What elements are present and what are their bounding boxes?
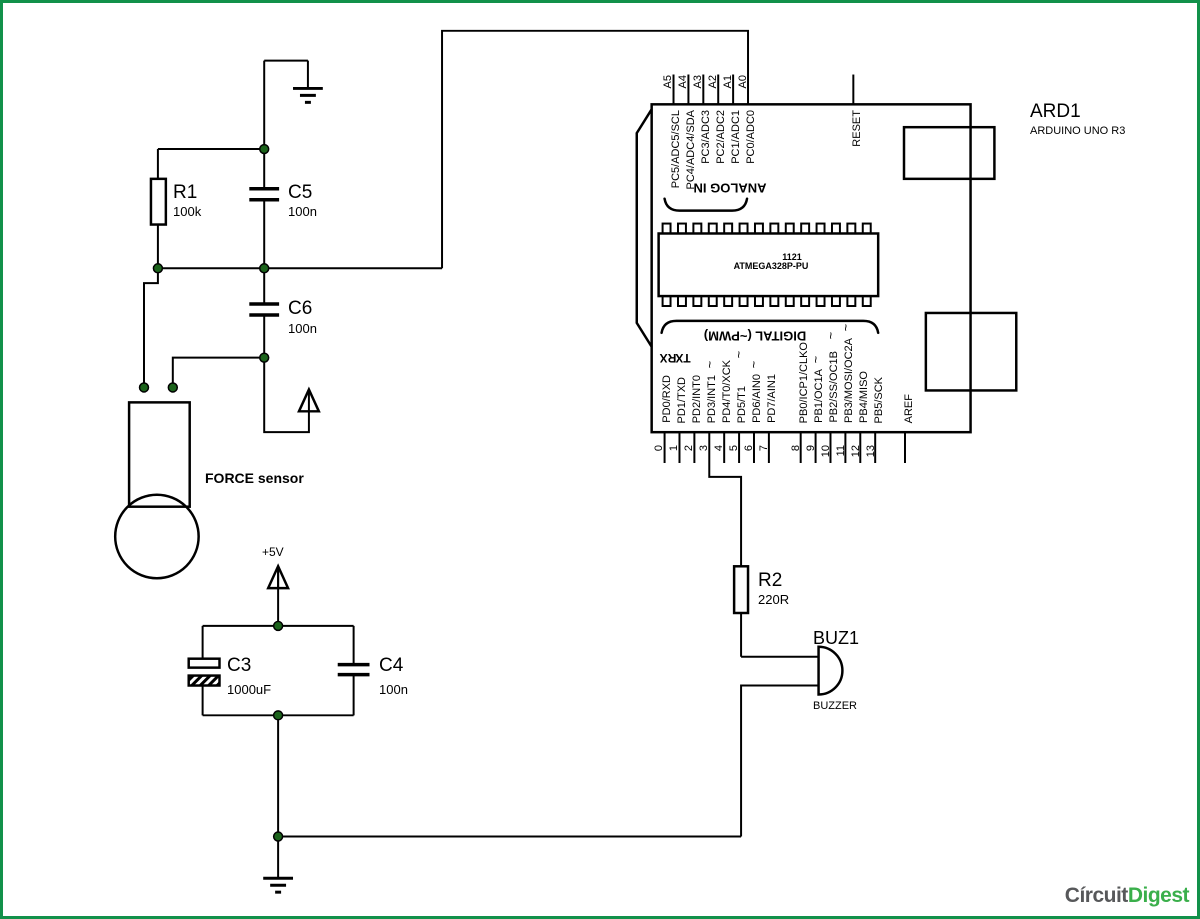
c4-value: 100n [379, 682, 408, 697]
ard1-name: ARD1 [1030, 101, 1081, 122]
pin-label-pd2: PD2/INT0 [691, 374, 703, 423]
pin-num-3: 3 [698, 445, 710, 452]
pin-num-a5: A5 [662, 75, 674, 89]
usb-connector [902, 125, 996, 181]
vcc-label: +5V [262, 545, 284, 559]
c5-value: 100n [288, 204, 317, 219]
pin-label-pc4: PC4/ADC4/SDA [685, 110, 697, 190]
vcc-arrow-5v [266, 563, 290, 590]
pin-label-pc2: PC2/ADC2 [715, 110, 727, 164]
pin-label-pd3: PD3/INT1 [706, 374, 718, 423]
pin-label-pc0: PC0/ADC0 [745, 110, 757, 164]
pwm-tilde-pb2: ~ [823, 331, 839, 340]
arduino-pin-stubs [663, 74, 906, 463]
c6-value: 100n [288, 321, 317, 336]
pin-label-pb5: PB5/SCK [873, 376, 885, 423]
pin-label-pb2: PB2/SS/OC1B [828, 351, 840, 423]
ground-symbol-bottom [263, 876, 294, 894]
circuit-linework [113, 29, 1018, 894]
pin-label-pd7: PD7/AIN1 [766, 374, 778, 423]
pin-num-a3: A3 [692, 75, 704, 89]
arduino-board-outline [635, 103, 1018, 434]
aref-label: AREF [903, 393, 915, 423]
pin-num-8: 8 [790, 445, 802, 452]
pin-group-brackets [660, 197, 880, 335]
pin-label-pd6: PD6/AIN0 [751, 374, 763, 423]
pwm-tilde-pd6: ~ [746, 360, 762, 369]
pin-num-10: 10 [820, 445, 832, 458]
capacitor-c5-symbol [249, 187, 280, 202]
atmega-chip-symbol [657, 222, 880, 308]
tx-label: TX [675, 351, 691, 366]
pin-label-pd4: PD4/T0/XCK [721, 360, 733, 423]
c4-name: C4 [379, 655, 404, 676]
pwm-tilde-pd5: ~ [731, 350, 747, 359]
pin-num-2: 2 [683, 445, 695, 452]
r2-value: 220R [758, 592, 790, 607]
power-connector [924, 311, 1018, 392]
force-sensor-symbol [113, 401, 200, 580]
pin-label-pc1: PC1/ADC1 [730, 110, 742, 164]
pin-label-pd5: PD5/T1 [736, 385, 748, 423]
pwm-tilde-pb1: ~ [808, 355, 824, 364]
digital-bracket [660, 319, 880, 335]
pin-num-7: 7 [758, 445, 770, 452]
pin-num-0: 0 [653, 445, 665, 452]
pin-num-a4: A4 [677, 75, 689, 89]
pin-label-pb4: PB4/MISO [858, 371, 870, 423]
buz1-type: BUZZER [813, 700, 857, 712]
ground-symbol-top [293, 60, 323, 104]
r1-value: 100k [173, 204, 202, 219]
pin-label-pb0: PB0/ICP1/CLKO [798, 341, 810, 423]
logo-part-digest: Digest [1127, 884, 1190, 907]
junction-dots [138, 143, 284, 842]
c6-name: C6 [288, 298, 313, 319]
capacitor-c3-symbol [187, 657, 221, 687]
pin-num-4: 4 [713, 445, 725, 452]
r2-name: R2 [758, 570, 783, 591]
pin-num-9: 9 [805, 445, 817, 452]
pin-num-a0: A0 [737, 75, 749, 89]
pin-num-5: 5 [728, 445, 740, 452]
digital-pwm-label: DIGITAL (~PWM) [703, 328, 807, 344]
pin-label-pc3: PC3/ADC3 [700, 110, 712, 164]
pin-num-13: 13 [865, 445, 877, 458]
ard1-type: ARDUINO UNO R3 [1030, 125, 1126, 137]
vcc-arrow-near-c6 [297, 386, 321, 413]
force-sensor-label: FORCE sensor [205, 470, 304, 486]
resistor-r1-symbol [149, 177, 168, 226]
pwm-tilde-pd3: ~ [702, 360, 718, 369]
buzzer-symbol [817, 645, 844, 696]
reset-label: RESET [851, 110, 863, 147]
pin-num-11: 11 [835, 445, 847, 457]
capacitor-c4-symbol [337, 662, 370, 677]
logo-part-circuit: Círcuit [1064, 884, 1129, 907]
capacitor-c6-symbol [249, 302, 280, 317]
analog-bracket [663, 197, 749, 212]
pin-label-pb1: PB1/OC1A [813, 369, 825, 423]
pin-num-a2: A2 [707, 75, 719, 89]
pin-label-pc5: PC5/ADC5/SCL [670, 110, 682, 189]
pin-num-6: 6 [743, 445, 755, 452]
wire-segments [143, 29, 819, 878]
pin-label-pd1: PD1/TXD [676, 376, 688, 423]
pwm-tilde-pb3: ~ [838, 323, 854, 332]
c3-name: C3 [227, 655, 252, 676]
circuitdigest-logo: CírcuitDigest [993, 884, 1190, 907]
resistor-r2-symbol [732, 565, 750, 615]
pin-num-a1: A1 [722, 75, 734, 89]
buz1-name: BUZ1 [813, 628, 860, 648]
pin-num-1: 1 [668, 445, 680, 452]
pin-num-12: 12 [850, 445, 862, 458]
chip-batch-code: 1121 [782, 252, 802, 262]
chip-part-number: ATMEGA328P-PU [733, 261, 809, 271]
c3-value: 1000uF [227, 682, 272, 697]
r1-name: R1 [173, 182, 198, 203]
c5-name: C5 [288, 182, 313, 203]
pin-label-pb3: PB3/MOSI/OC2A [843, 338, 855, 423]
pin-label-pd0: PD0/RXD [661, 375, 673, 423]
